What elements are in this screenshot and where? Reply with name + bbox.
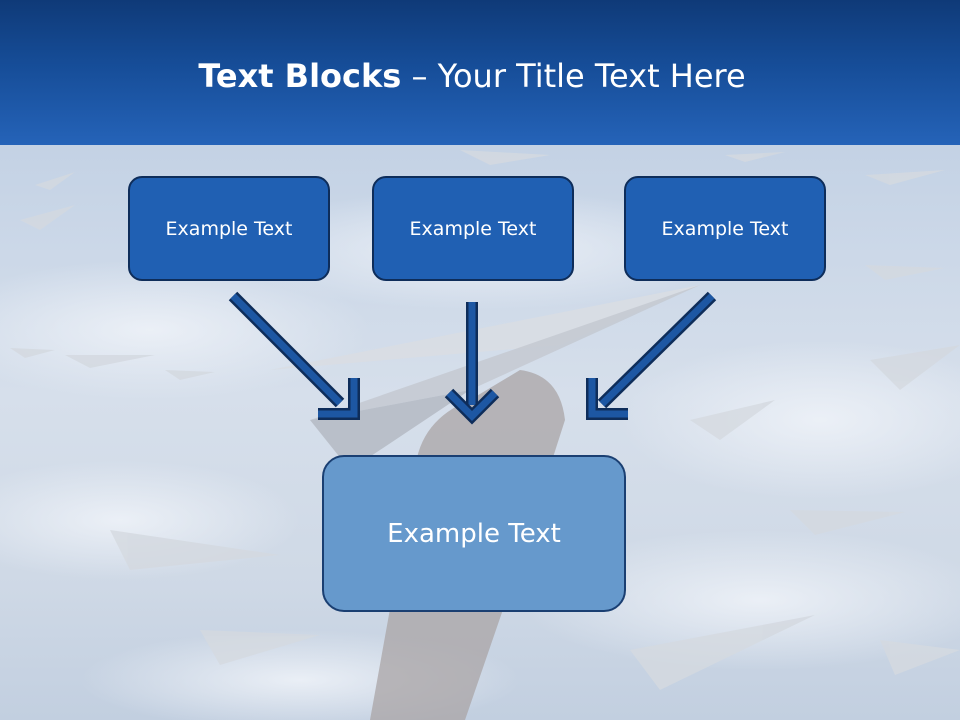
target-text-block-label: Example Text xyxy=(387,518,561,549)
arrow-left xyxy=(228,291,360,420)
text-block-2-label: Example Text xyxy=(409,217,537,240)
title-bar xyxy=(0,0,960,145)
text-block-3[interactable]: Example Text xyxy=(624,176,826,281)
target-text-block[interactable]: Example Text xyxy=(322,455,626,612)
title-bold-part: Text Blocks xyxy=(198,57,402,95)
arrow-right xyxy=(586,291,717,420)
slide-title[interactable]: Text Blocks – Your Title Text Here xyxy=(0,52,944,100)
text-block-1-label: Example Text xyxy=(165,217,293,240)
text-block-3-label: Example Text xyxy=(661,217,789,240)
title-rest-part: – Your Title Text Here xyxy=(401,57,746,95)
text-block-1[interactable]: Example Text xyxy=(128,176,330,281)
text-block-2[interactable]: Example Text xyxy=(372,176,574,281)
arrow-center xyxy=(444,302,500,425)
